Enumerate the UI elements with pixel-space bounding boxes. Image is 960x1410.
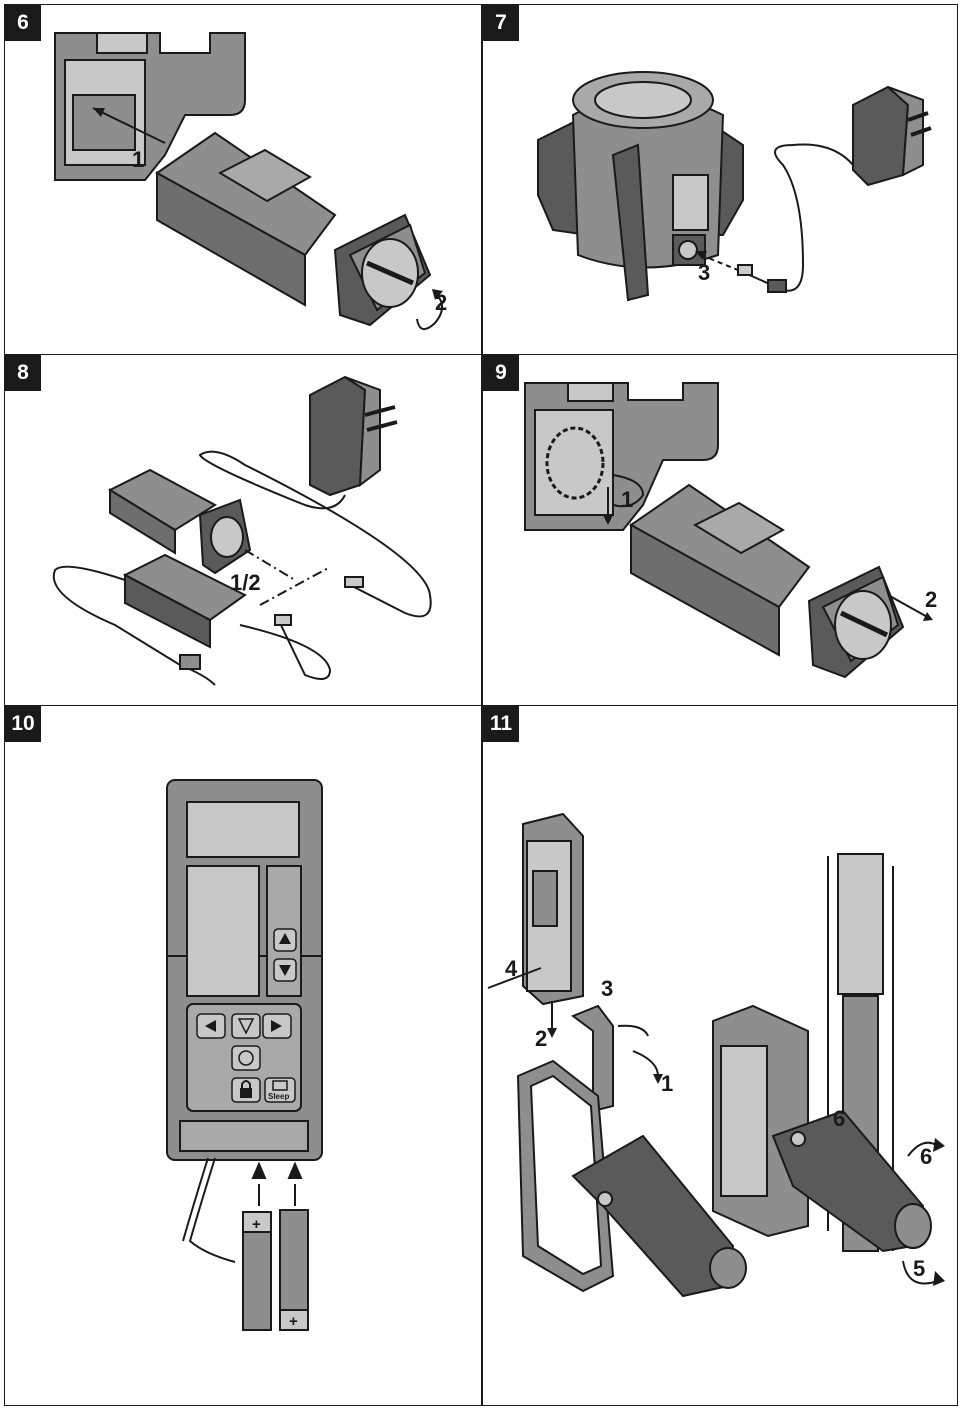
mains-adapter [309,375,398,497]
panel-number: 10 [5,706,41,742]
battery-pack [629,483,905,679]
rotating-laser [537,71,744,302]
battery-plus-label: + [252,1216,261,1233]
cables [52,450,432,686]
laser-receiver [522,812,584,1006]
battery-pack [155,131,432,327]
battery-plus-label: + [289,1313,298,1330]
callout-label: 3 [698,260,710,285]
level-icon [237,1018,255,1035]
battery-insertion-illustration: 1 2 [54,32,447,330]
callout-label: 5 [913,1256,925,1281]
panel-6: 6 1 2 [4,4,482,355]
callout-label: 2 [535,1026,547,1051]
button-glyphs [205,933,291,1098]
car-adapter [122,553,247,649]
batteries [242,1161,309,1331]
laser-housing [54,32,246,181]
panel-11: 11 4 3 2 1 [482,705,958,1406]
panel-number: 6 [5,5,41,41]
callout-label: 1/2 [230,570,261,595]
panel-8: 8 [4,354,482,706]
callout-label: 6 [920,1144,932,1169]
holder-clip [570,1004,614,1113]
sleep-icon [272,1080,288,1091]
callout-label: 6 [833,1106,845,1131]
callout-label: 2 [435,290,447,315]
panel-number: 9 [483,355,519,391]
panel-number: 11 [483,706,519,742]
callout-label: 1 [132,147,144,172]
callout-label: 1 [661,1071,673,1096]
plug-adapter [852,85,932,187]
remote-control [166,779,323,1161]
receiver-on-staff [712,1004,932,1253]
arrow-right-icon [271,1020,282,1032]
callout-label: 3 [601,976,613,1001]
display-screen [186,801,300,858]
remote-battery-illustration: Sleep + + [166,779,323,1331]
panel-number: 7 [483,5,519,41]
laser-housing [524,382,719,531]
panel-number: 8 [5,355,41,391]
battery-charging-illustration: 1/2 [52,375,432,686]
lock-icon [240,1088,252,1098]
receiver-holder [516,1059,747,1298]
rotation-button [231,1045,261,1071]
arrow-up-icon [279,933,291,944]
arrow-left-icon [205,1020,216,1032]
callout-label: 4 [505,956,518,981]
battery-pack [107,468,252,575]
callout-label: 2 [925,587,937,612]
sleep-label: Sleep [268,1092,289,1101]
panel-7: 7 3 [482,4,958,355]
arrow-down-icon [279,965,291,976]
receiver-holder-illustration: 4 3 2 1 [487,812,945,1298]
wrist-strap [182,1157,236,1263]
display-panel [186,865,260,997]
callout-label: 1 [621,487,633,512]
panel-10: 10 [4,705,482,1406]
battery-removal-illustration: 1 2 [524,382,937,679]
laser-charging-illustration: 3 [537,71,932,302]
rotation-icon [238,1050,254,1066]
panel-9: 9 1 2 [482,354,958,706]
charging-cable [737,143,864,293]
